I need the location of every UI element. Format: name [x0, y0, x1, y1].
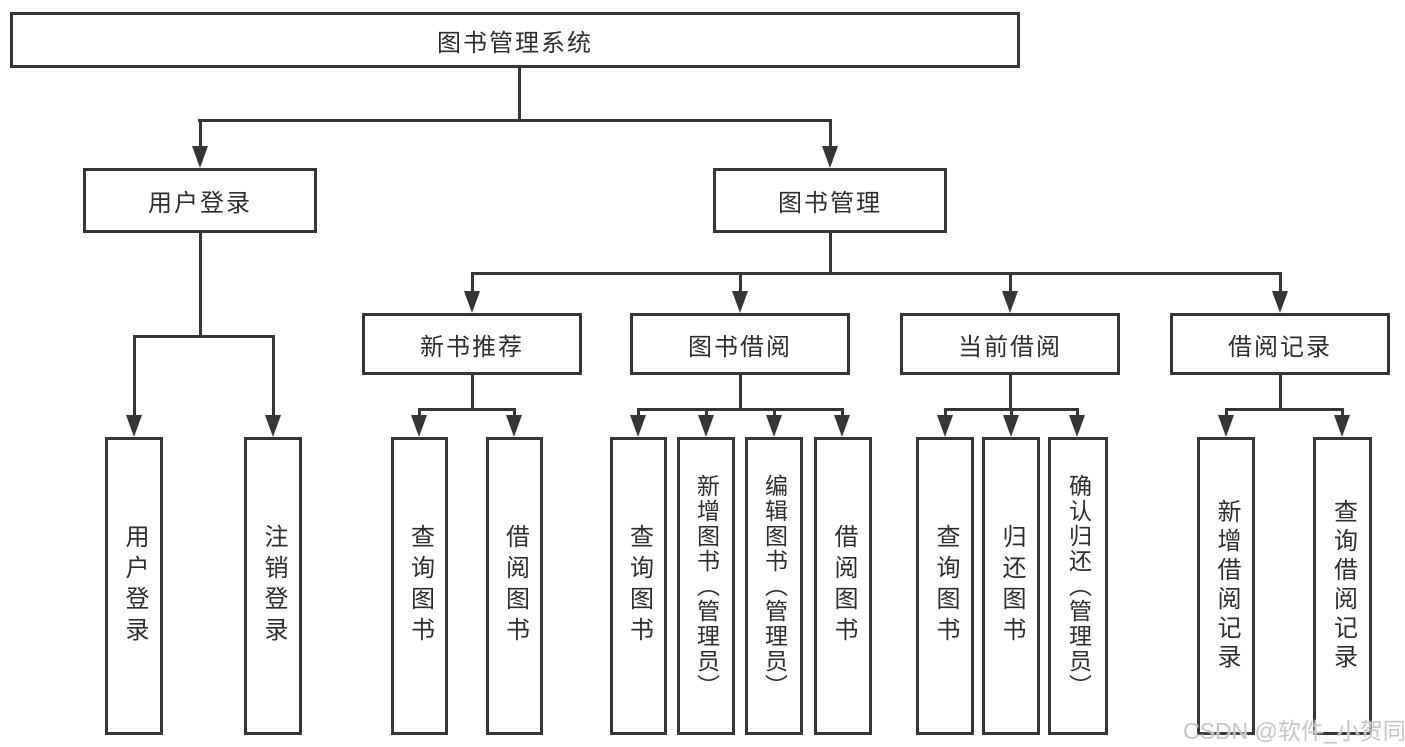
- leaf-user-login: 用户登录: [105, 437, 163, 735]
- leaf-add-borrow-record-label: 新增借阅记录: [1213, 499, 1240, 673]
- leaf-borrow-books-newbook-label: 借阅图书: [501, 524, 529, 648]
- arrowhead: [265, 415, 281, 437]
- connector-line: [418, 408, 516, 411]
- leaf-borrow-books-newbook: 借阅图书: [486, 437, 543, 735]
- arrowhead: [1002, 291, 1018, 313]
- arrowhead: [630, 415, 646, 437]
- connector-line: [739, 375, 742, 408]
- connector-line: [272, 338, 275, 417]
- connector-line: [471, 275, 474, 293]
- connector-line: [1225, 408, 1228, 417]
- connector-line: [1279, 375, 1282, 408]
- arrowhead: [192, 146, 208, 168]
- leaf-query-books-current: 查询图书: [916, 437, 974, 735]
- arrowhead: [506, 415, 522, 437]
- node-root-label: 图书管理系统: [437, 29, 593, 57]
- node-new-book-recommend-label: 新书推荐: [420, 333, 524, 361]
- leaf-query-books-newbook-label: 查询图书: [406, 524, 434, 648]
- connector-line: [829, 122, 832, 150]
- connector-line: [471, 375, 474, 408]
- arrowhead: [937, 415, 953, 437]
- leaf-return-books: 归还图书: [982, 437, 1040, 735]
- connector-line: [1009, 375, 1012, 408]
- connector-line: [944, 408, 947, 417]
- connector-line: [829, 233, 832, 272]
- arrowhead: [698, 415, 714, 437]
- arrowhead: [1334, 415, 1350, 437]
- connector-line: [199, 122, 202, 150]
- node-book-management: 图书管理: [713, 168, 947, 233]
- node-current-borrow: 当前借阅: [900, 313, 1120, 375]
- arrowhead: [822, 146, 838, 168]
- leaf-borrow-books-borrow: 借阅图书: [814, 437, 872, 735]
- leaf-query-borrow-record: 查询借阅记录: [1313, 437, 1372, 735]
- node-borrow-records: 借阅记录: [1170, 313, 1390, 375]
- connector-line: [518, 68, 521, 122]
- arrowhead: [411, 415, 427, 437]
- connector-line: [773, 408, 776, 417]
- node-book-borrow-label: 图书借阅: [688, 333, 792, 361]
- connector-line: [1076, 408, 1079, 417]
- leaf-edit-books-admin: 编辑图书（管理员）: [745, 437, 803, 735]
- leaf-query-books-current-label: 查询图书: [932, 524, 959, 648]
- leaf-query-books-borrow: 查询图书: [610, 437, 667, 735]
- arrowhead: [1218, 415, 1234, 437]
- connector-line: [1341, 408, 1344, 417]
- watermark: CSDN @软件_小贺同学: [1183, 718, 1405, 744]
- node-borrow-records-label: 借阅记录: [1228, 333, 1332, 361]
- leaf-query-books-borrow-label: 查询图书: [625, 524, 653, 648]
- arrowhead: [1003, 415, 1019, 437]
- leaf-logout: 注销登录: [244, 437, 302, 735]
- leaf-confirm-return-admin: 确认归还（管理员）: [1048, 437, 1108, 735]
- connector-line: [1225, 408, 1344, 411]
- arrowhead: [766, 415, 782, 437]
- arrowhead: [1069, 415, 1085, 437]
- leaf-logout-label: 注销登录: [260, 524, 287, 648]
- node-root: 图书管理系统: [10, 12, 1020, 68]
- node-book-borrow: 图书借阅: [630, 313, 850, 375]
- connector-line: [513, 408, 516, 417]
- connector-line: [841, 408, 844, 417]
- connector-line: [705, 408, 708, 417]
- arrowhead: [732, 291, 748, 313]
- leaf-query-borrow-record-label: 查询借阅记录: [1329, 499, 1357, 673]
- connector-line: [1009, 275, 1012, 293]
- connector-line: [199, 233, 202, 335]
- connector-line: [133, 335, 275, 338]
- leaf-add-borrow-record: 新增借阅记录: [1197, 437, 1255, 735]
- node-current-borrow-label: 当前借阅: [958, 333, 1062, 361]
- leaf-borrow-books-borrow-label: 借阅图书: [830, 524, 857, 648]
- leaf-query-books-newbook: 查询图书: [391, 437, 448, 735]
- connector-line: [637, 408, 640, 417]
- connector-line: [1279, 275, 1282, 293]
- leaf-add-books-admin-label: 新增图书（管理员）: [693, 473, 720, 699]
- arrowhead: [464, 291, 480, 313]
- connector-line: [1010, 408, 1013, 417]
- node-book-management-label: 图书管理: [778, 190, 882, 217]
- connector-line: [471, 272, 1282, 275]
- leaf-add-books-admin: 新增图书（管理员）: [677, 437, 735, 735]
- connector-line: [637, 408, 844, 411]
- connector-line: [133, 338, 136, 417]
- arrowhead: [126, 415, 142, 437]
- node-new-book-recommend: 新书推荐: [362, 313, 582, 375]
- node-user-login: 用户登录: [83, 168, 317, 233]
- connector-line: [198, 119, 832, 122]
- leaf-confirm-return-admin-label: 确认归还（管理员）: [1065, 473, 1092, 699]
- connector-line: [418, 408, 421, 417]
- arrowhead: [1272, 291, 1288, 313]
- arrowhead: [834, 415, 850, 437]
- node-user-login-label: 用户登录: [148, 190, 252, 217]
- leaf-user-login-label: 用户登录: [121, 524, 148, 648]
- connector-line: [739, 275, 742, 293]
- leaf-edit-books-admin-label: 编辑图书（管理员）: [761, 473, 788, 699]
- leaf-return-books-label: 归还图书: [998, 524, 1025, 648]
